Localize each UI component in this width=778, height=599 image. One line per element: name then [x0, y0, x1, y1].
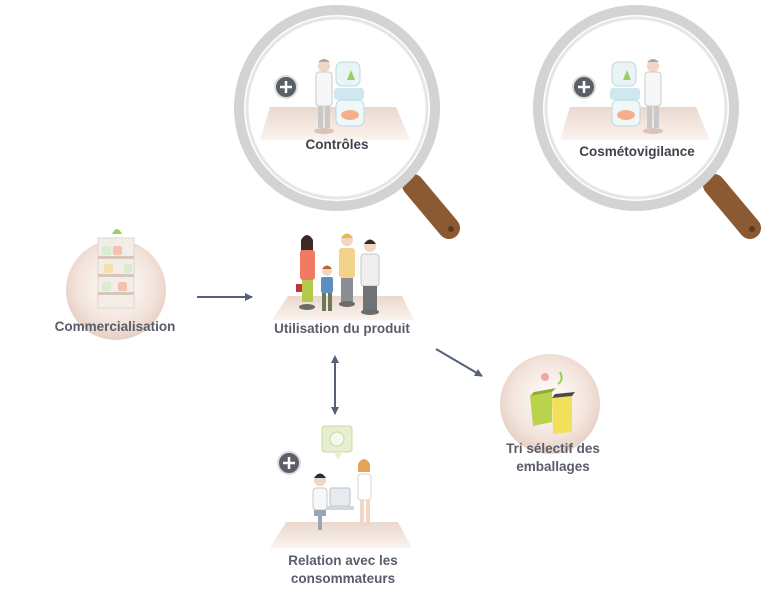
shelf-icon: [97, 229, 135, 309]
recycling-bins-icon: [530, 371, 575, 434]
platform: [260, 107, 410, 140]
label-relation-line2: consommateurs: [290, 571, 396, 586]
jar-icon: [334, 61, 365, 127]
plus-button-cosmetovigilance[interactable]: [572, 75, 596, 99]
label-relation-line1: Relation avec les: [288, 553, 398, 568]
scientist-icon: [314, 59, 334, 134]
plus-button-relation[interactable]: [277, 451, 301, 475]
family-icon: [296, 233, 380, 315]
magnifier-controles: [234, 5, 460, 239]
plus-button-controles[interactable]: [274, 75, 298, 99]
advisor-icon: [312, 425, 372, 530]
node-tri: [500, 354, 600, 454]
label-utilisation: Utilisation du produit: [274, 321, 410, 336]
jar-icon: [610, 61, 641, 127]
plus-icon: [283, 457, 295, 469]
scientist-icon: [643, 59, 663, 134]
magnifier-cosmetovigilance: [533, 5, 761, 239]
label-tri-line1: Tri sélectif des: [506, 441, 600, 456]
plus-icon: [280, 81, 292, 93]
node-commercialisation: [66, 229, 166, 340]
label-commercialisation: Commercialisation: [54, 319, 176, 334]
label-controles: Contrôles: [305, 137, 369, 152]
plus-icon: [578, 81, 590, 93]
node-utilisation: [272, 233, 414, 320]
arrow-utilisation-to-tri: [435, 348, 483, 377]
label-tri-line2: emballages: [516, 459, 590, 474]
label-cosmetovigilance: Cosmétovigilance: [579, 144, 695, 159]
node-relation: [270, 425, 412, 548]
platform: [270, 522, 412, 548]
